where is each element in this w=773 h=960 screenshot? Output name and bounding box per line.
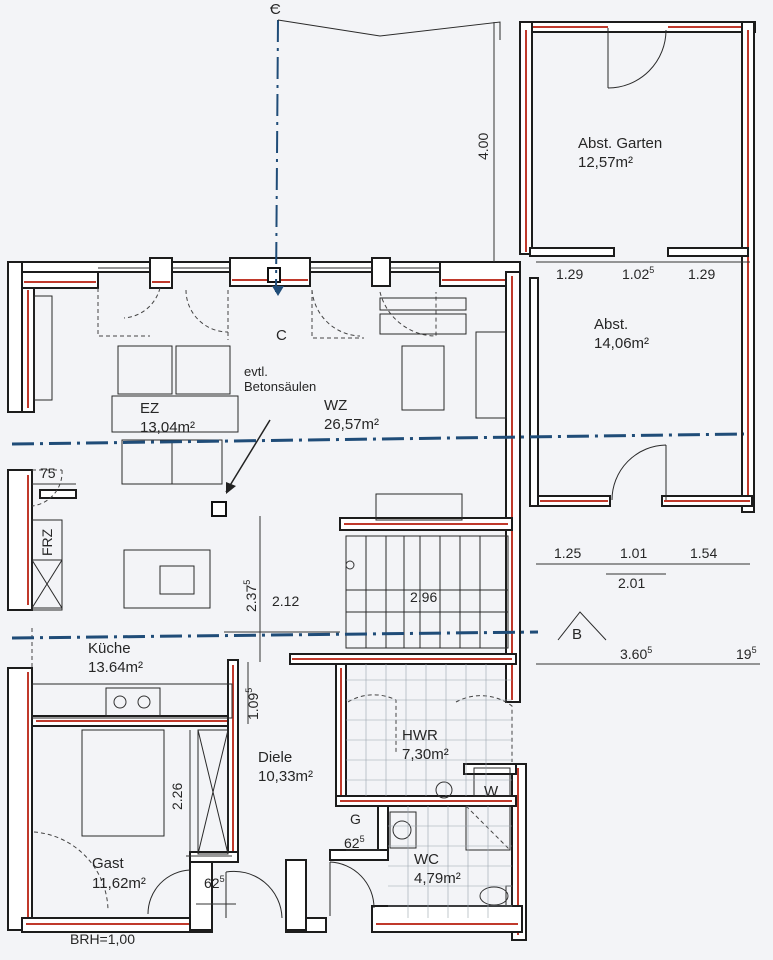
column-note-line-2: Betonsäulen: [244, 379, 316, 394]
dim-1095-sup: 5: [244, 688, 254, 693]
room-abst-name: Abst.: [594, 316, 628, 333]
shed-walls: [519, 21, 756, 513]
brh-label: BRH=1,00: [70, 931, 135, 947]
room-wz-name: WZ: [324, 397, 347, 414]
column-note: evtl. Betonsäulen: [244, 364, 316, 394]
column-pointer: [225, 419, 271, 494]
dim-101: 1.01: [620, 545, 647, 561]
dim-195-sup: 5: [752, 645, 757, 655]
dim-1025-sup: 5: [649, 265, 654, 275]
room-hwr-name: HWR: [402, 727, 438, 744]
room-abst-area: 14,06m²: [594, 335, 649, 352]
dim-2375-sup: 5: [242, 580, 252, 585]
dim-1095: 1.095: [244, 688, 261, 720]
room-gast-name: Gast: [92, 855, 125, 872]
column-note-line-1: evtl.: [244, 364, 268, 379]
room-ez-name: EZ: [140, 400, 159, 417]
room-kueche-name: Küche: [88, 640, 131, 657]
room-gast-area: 11,62m²: [92, 875, 146, 892]
dim-154: 1.54: [690, 545, 717, 561]
dim-625-b: 625: [204, 874, 225, 891]
dim-75: 75: [40, 465, 56, 481]
dim-125: 1.25: [554, 545, 581, 561]
dim-195: 195: [736, 645, 757, 662]
room-diele-area: 10,33m²: [258, 768, 313, 785]
room-wc-area: 4,79m²: [414, 870, 461, 887]
dim-296: 2.96: [410, 589, 437, 605]
dim-129-b: 1.29: [688, 266, 715, 282]
wc-tiles: [388, 806, 512, 918]
dim-129-a: 1.29: [556, 266, 583, 282]
section-c-mid: C: [276, 327, 287, 344]
section-lines: [11, 7, 745, 641]
dim-201: 2.01: [618, 575, 645, 591]
room-labels: Abst. Garten 12,57m² Abst. 14,06m² EZ 13…: [88, 135, 662, 892]
dim-625-a-sup: 5: [360, 834, 365, 844]
dim-3605: 3.605: [620, 645, 652, 662]
room-kueche-area: 13.64m²: [88, 659, 143, 676]
room-hwr-area: 7,30m²: [402, 746, 449, 763]
room-wz-area: 26,57m²: [324, 416, 379, 433]
room-diele-name: Diele: [258, 749, 292, 766]
dim-625-a: 625: [344, 834, 365, 851]
dim-2375: 2.375: [242, 580, 259, 612]
room-wc-name: WC: [414, 851, 439, 868]
dim-212: 2.12: [272, 593, 299, 609]
room-ez-area: 13,04m²: [140, 419, 195, 436]
house-walls: [7, 257, 527, 941]
furniture: [31, 267, 513, 919]
dim-226: 2.26: [169, 783, 185, 810]
room-garden-area: 12,57m²: [578, 154, 633, 171]
w-label: W: [484, 783, 499, 800]
dim-625-b-sup: 5: [220, 874, 225, 884]
dimension-texts: 4.00 1.29 1.025 1.29 1.25 1.01 1.54 2.01…: [40, 133, 757, 891]
dimension-lines: [32, 22, 760, 905]
hwr-tiles: [346, 664, 512, 796]
dim-1025: 1.025: [622, 265, 654, 282]
frz-label: FRZ: [39, 528, 55, 556]
misc-labels: FRZ W G BRH=1,00: [39, 528, 499, 947]
dim-400: 4.00: [475, 133, 491, 160]
section-marks: C C B: [270, 1, 582, 643]
g-label: G: [350, 811, 361, 827]
dim-3605-sup: 5: [647, 645, 652, 655]
section-c-top: C: [270, 1, 281, 18]
section-b: B: [572, 626, 582, 643]
room-garden-name: Abst. Garten: [578, 135, 662, 152]
